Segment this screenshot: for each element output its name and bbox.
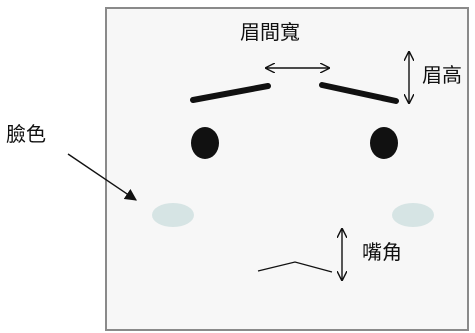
right-eyebrow [319, 82, 399, 104]
face-color-label: 臉色 [6, 122, 46, 146]
face-color-arrow [67, 153, 137, 201]
brow-gap-label: 眉間寬 [240, 20, 300, 44]
face-frame [105, 7, 469, 331]
right-cheek [392, 203, 434, 227]
mouth [257, 261, 333, 273]
brow-height-label: 眉高 [422, 63, 462, 87]
mouth-corner-label: 嘴角 [362, 240, 402, 264]
left-eyebrow [190, 83, 271, 103]
left-eye [191, 127, 219, 159]
left-cheek [152, 203, 194, 227]
right-eye [370, 127, 398, 159]
